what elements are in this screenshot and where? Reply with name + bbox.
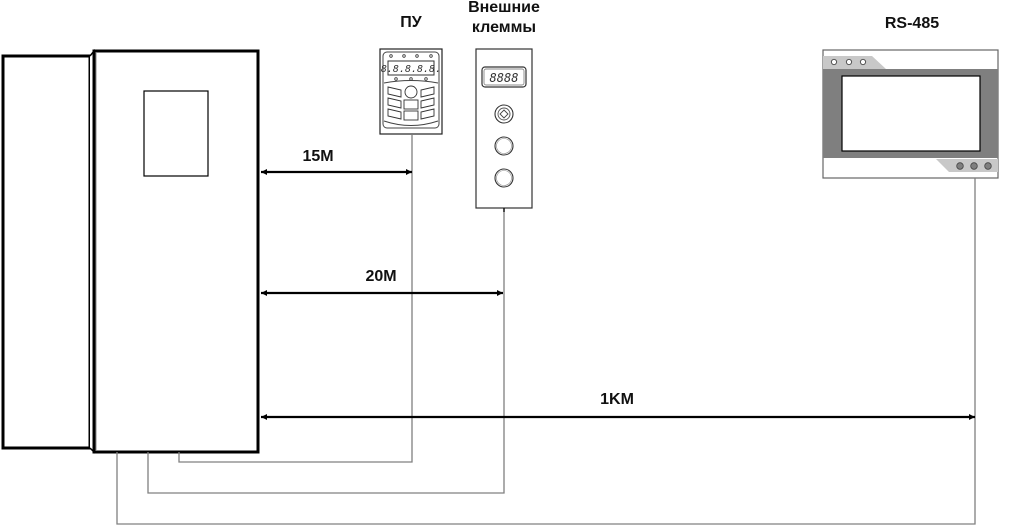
keypad-key[interactable] xyxy=(403,99,419,110)
keypad-key[interactable] xyxy=(420,97,435,109)
hmi-button[interactable] xyxy=(956,162,964,170)
wiring xyxy=(116,135,976,525)
hmi-label: RS-485 xyxy=(885,15,939,32)
keypad-key[interactable] xyxy=(387,86,402,98)
keypad-key[interactable] xyxy=(387,108,402,120)
keypad-knob[interactable] xyxy=(404,85,418,99)
cabinet-side-panel xyxy=(1,54,92,450)
terminals-selector-knob[interactable] xyxy=(494,104,514,124)
distance-label-terminals: 20M xyxy=(365,268,396,285)
terminals-button[interactable] xyxy=(494,136,514,156)
distance-label-rs485: 1KM xyxy=(600,391,634,408)
distance-arrows: 15M 20M 1KM xyxy=(261,148,975,420)
hmi-button[interactable] xyxy=(970,162,978,170)
terminals-label-line1: Внешние xyxy=(468,0,540,16)
keypad-key[interactable] xyxy=(420,108,435,120)
hmi-screen[interactable] xyxy=(841,75,981,152)
distance-label-keypad: 15M xyxy=(302,148,333,165)
keypad-label: ПУ xyxy=(400,14,423,31)
wire-hmi xyxy=(116,178,976,525)
keypad-key[interactable] xyxy=(420,86,435,98)
wire-keypad xyxy=(178,135,413,463)
hmi-button[interactable] xyxy=(984,162,992,170)
cabinet-display-window xyxy=(143,90,209,177)
terminals-label-line2: клеммы xyxy=(472,19,536,36)
terminals-button[interactable] xyxy=(494,168,514,188)
keypad-key[interactable] xyxy=(387,97,402,109)
keypad-device: ПУ 8.8.8.8.8. xyxy=(379,14,443,135)
drive-cabinet xyxy=(1,48,260,454)
terminals-display xyxy=(481,66,527,88)
hmi-device: RS-485 xyxy=(822,15,999,179)
keypad-display-digits: 8.8.8.8.8. xyxy=(381,64,441,75)
terminals-display-digits: 8888 xyxy=(490,71,519,85)
keypad-key[interactable] xyxy=(403,110,419,121)
external-terminals-device: Внешние клеммы 8888 xyxy=(468,0,540,209)
wire-terminals xyxy=(147,208,505,494)
keypad-display xyxy=(387,60,435,76)
